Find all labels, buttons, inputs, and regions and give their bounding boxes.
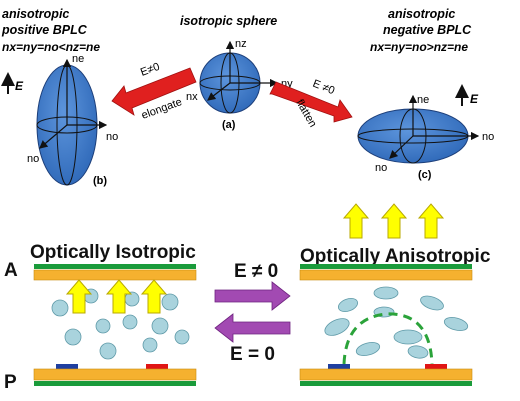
red-electrode xyxy=(425,364,447,369)
lc-molecule xyxy=(324,318,350,336)
blocked-light-arrows xyxy=(65,279,168,314)
field-line xyxy=(342,312,434,365)
lc-molecule xyxy=(51,299,69,317)
lc-molecule xyxy=(64,328,82,346)
right-axis-right: no xyxy=(482,131,494,143)
anisotropic-lc-molecules xyxy=(324,286,469,359)
right-panel-id: (c) xyxy=(418,169,432,181)
lc-molecule xyxy=(95,318,111,334)
lc-molecule xyxy=(151,317,169,335)
elongate-arrow: E≠0 elongate xyxy=(111,61,197,122)
no-axis-arrow-left-panel xyxy=(389,135,414,159)
red-electrode xyxy=(146,364,168,369)
polarizer-label: P xyxy=(4,372,17,393)
left-panel: anisotropic positive BPLC nx=ny=no<nz=ne… xyxy=(0,7,118,187)
purple-arrow-left-icon xyxy=(214,313,291,343)
yellow-arrow-icon xyxy=(342,203,370,239)
left-bottom-substrate xyxy=(33,364,197,386)
left-title-line2: positive BPLC xyxy=(1,23,88,37)
right-top-substrate xyxy=(299,264,473,281)
yellow-arrow-icon xyxy=(380,203,408,239)
green-layer xyxy=(300,381,472,386)
left-arrow-field: E≠0 xyxy=(139,61,161,79)
right-axis-top: ne xyxy=(417,94,429,106)
lc-molecule xyxy=(161,293,179,311)
isotropic-lc-molecules xyxy=(51,288,190,360)
right-field-label: E xyxy=(470,92,479,106)
green-layer xyxy=(34,381,196,386)
right-axis-left: no xyxy=(375,162,387,174)
left-axis-top: ne xyxy=(72,53,84,65)
green-layer xyxy=(34,264,196,269)
lc-molecule xyxy=(393,329,423,345)
yellow-arrow-icon xyxy=(417,203,445,239)
orange-layer xyxy=(33,269,197,281)
center-panel-id: (a) xyxy=(222,119,236,131)
right-title-line2: negative BPLC xyxy=(383,23,472,37)
yellow-arrow-icon xyxy=(105,279,133,314)
green-layer xyxy=(300,264,472,269)
left-cell-title: Optically Isotropic xyxy=(30,242,196,263)
no-axis-arrow-left xyxy=(39,124,68,149)
left-title-line1: anisotropic xyxy=(2,7,69,21)
transmitted-light-arrows xyxy=(342,203,445,239)
orange-layer xyxy=(299,368,473,381)
orange-layer xyxy=(33,368,197,381)
left-field-label: E xyxy=(15,79,24,93)
purple-arrow-right-icon xyxy=(214,281,291,311)
lc-molecule xyxy=(142,337,158,353)
right-arrow-field: E ≠0 xyxy=(311,78,336,98)
flatten-arrow: E ≠0 flatten xyxy=(269,78,353,129)
analyzer-label: A xyxy=(4,260,18,281)
lc-molecule xyxy=(443,317,469,331)
center-panel: isotropic sphere nz nx ny (a) xyxy=(180,14,293,131)
arrow-left-label: E = 0 xyxy=(230,344,275,365)
right-cell-title: Optically Anisotropic xyxy=(300,246,491,267)
lc-molecule xyxy=(373,286,399,300)
nx-axis-arrow xyxy=(207,82,231,101)
right-title-line1: anisotropic xyxy=(388,7,455,21)
left-axis-right: no xyxy=(106,131,118,143)
left-top-substrate xyxy=(33,264,197,281)
left-axis-left: no xyxy=(27,153,39,165)
right-bottom-substrate xyxy=(299,364,473,386)
left-panel-id: (b) xyxy=(93,175,107,187)
lc-molecule xyxy=(174,329,190,345)
right-condition: nx=ny=no>nz=ne xyxy=(370,40,468,54)
lc-molecule xyxy=(122,314,138,330)
lc-molecule xyxy=(420,295,444,311)
yellow-arrow-icon xyxy=(140,279,168,314)
orange-layer xyxy=(299,269,473,281)
yellow-arrow-icon xyxy=(65,279,93,314)
lc-molecule xyxy=(99,342,117,360)
center-title: isotropic sphere xyxy=(180,14,277,28)
red-arrow-right-icon xyxy=(269,81,353,123)
right-panel: anisotropic negative BPLC nx=ny=no>nz=ne… xyxy=(357,7,494,181)
lc-molecule xyxy=(407,345,429,359)
blue-electrode xyxy=(328,364,350,369)
lc-molecule xyxy=(355,342,381,356)
center-axis-left: nx xyxy=(186,91,198,103)
lc-molecule xyxy=(337,298,359,312)
switch-arrows: E ≠ 0 E = 0 xyxy=(214,261,291,365)
arrow-right-label: E ≠ 0 xyxy=(234,261,278,282)
left-condition: nx=ny=no<nz=ne xyxy=(2,40,100,54)
center-axis-top: nz xyxy=(235,38,247,50)
red-arrow-left-icon xyxy=(111,67,197,116)
blue-electrode xyxy=(56,364,78,369)
